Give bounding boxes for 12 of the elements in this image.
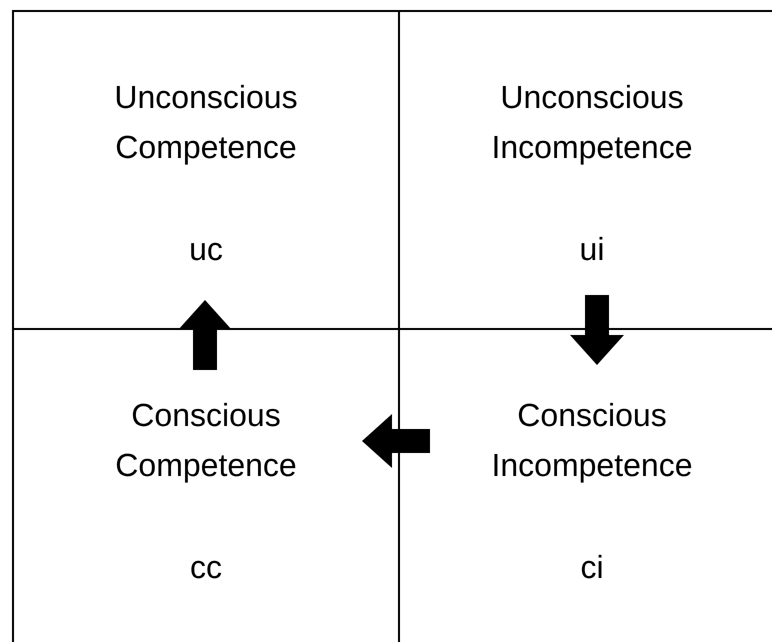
stage-label: Conscious Incompetence bbox=[490, 396, 694, 485]
stage-abbreviation: ci bbox=[579, 548, 605, 587]
quadrant-box bbox=[12, 10, 400, 330]
stage-abbreviation: cc bbox=[189, 548, 223, 587]
block-arrow bbox=[362, 414, 430, 468]
stage-label: Unconscious Incompetence bbox=[490, 78, 694, 167]
stage-label: Conscious Competence bbox=[114, 396, 298, 485]
stage-label: Unconscious Competence bbox=[113, 78, 299, 167]
stage-abbreviation: ui bbox=[578, 230, 606, 269]
stage-abbreviation: uc bbox=[188, 230, 224, 269]
block-arrow bbox=[570, 295, 624, 365]
block-arrow bbox=[178, 300, 232, 370]
